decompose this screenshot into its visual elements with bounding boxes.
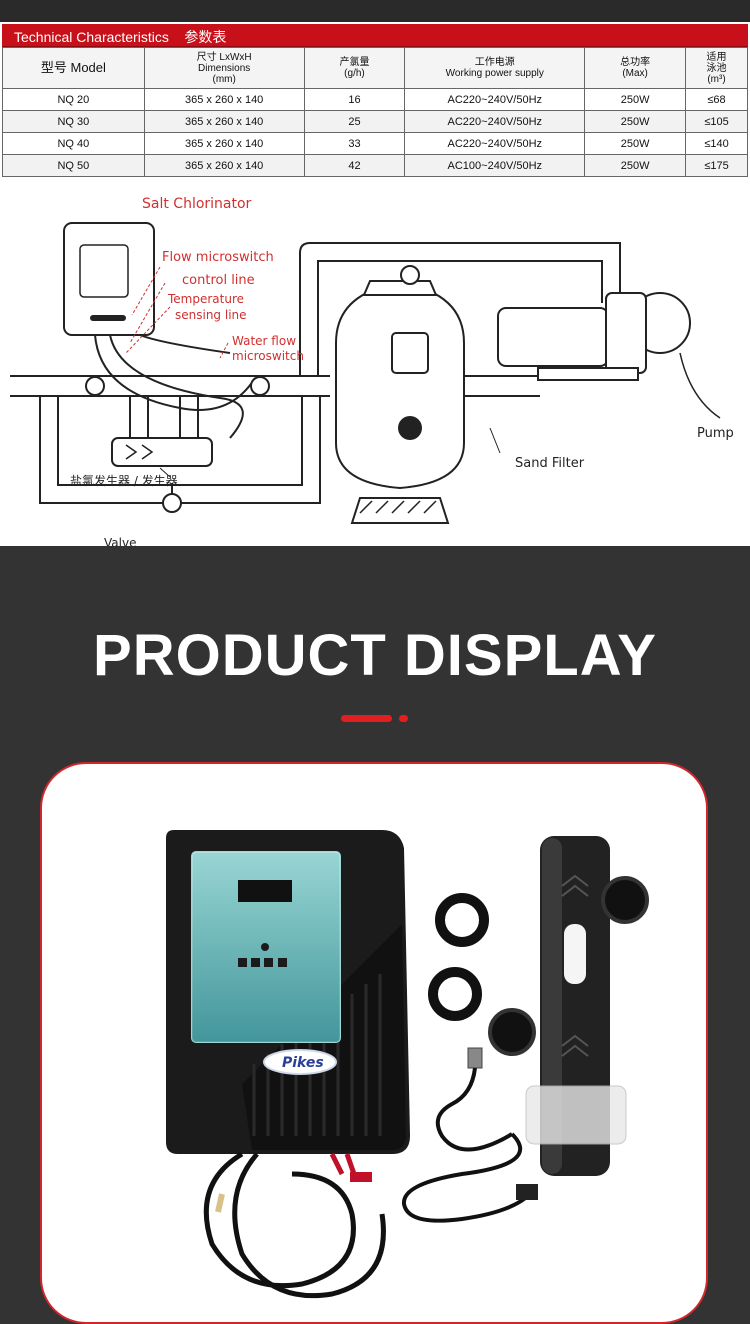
spec-table-title-bar: Technical Characteristics 参数表 — [2, 24, 748, 47]
cell-output: 25 — [303, 110, 406, 133]
product-photo: Pikes — [166, 830, 649, 1299]
cell-output: 33 — [303, 132, 406, 155]
main-pipe — [10, 375, 330, 397]
label-microswitch: microswitch — [232, 349, 304, 363]
lcd-display — [238, 880, 292, 902]
cell-output: 16 — [303, 88, 406, 111]
cell-total: 250W — [584, 88, 687, 111]
product-photo-card: Pikes — [40, 762, 708, 1324]
generator-cell — [111, 437, 213, 467]
header-model: 型号 Model — [2, 47, 145, 89]
label-flow-microswitch: Flow microswitch — [162, 250, 274, 265]
product-display-title: PRODUCT DISPLAY — [93, 623, 657, 688]
installation-diagram: Salt Chlorinator Flow microswitch contro… — [0, 183, 750, 546]
cell-transparent-end — [525, 1085, 627, 1145]
title-underline-dash — [341, 715, 392, 722]
cell-total: 250W — [584, 110, 687, 133]
title-underline-dot — [399, 715, 408, 722]
label-sensing-line: sensing line — [175, 308, 247, 322]
header-output: 产氯量(g/h) — [303, 47, 406, 89]
label-pump: Pump — [697, 426, 734, 441]
label-temperature: Temperature — [167, 292, 244, 306]
cell-union-top — [601, 876, 649, 924]
temperature-probe — [467, 1047, 483, 1069]
installation-diagram-svg: Salt Chlorinator Flow microswitch contro… — [10, 196, 734, 546]
union-ring-1 — [435, 893, 489, 947]
cell-total: 250W — [584, 132, 687, 155]
label-sand-filter: Sand Filter — [515, 456, 585, 471]
return-pipe — [299, 242, 621, 376]
cell-output: 42 — [303, 154, 406, 177]
sand-filter — [335, 281, 465, 490]
cell-dim: 365 x 260 x 140 — [143, 132, 305, 155]
cell-power: AC220~240V/50Hz — [404, 88, 586, 111]
cell-total: 250W — [584, 154, 687, 177]
header-total-power: 总功率(Max) — [584, 47, 687, 89]
cell-power: AC220~240V/50Hz — [404, 132, 586, 155]
cell-pool: ≤140 — [685, 132, 748, 155]
cell-label-badge — [564, 924, 586, 984]
cell-model: NQ 40 — [2, 132, 145, 155]
label-water-flow: Water flow — [232, 334, 296, 348]
top-band — [0, 0, 750, 22]
table-row: NQ 50 365 x 260 x 140 42 AC100~240V/50Hz… — [2, 154, 748, 177]
cell-dim: 365 x 260 x 140 — [143, 154, 305, 177]
spec-table-section: Technical Characteristics 参数表 型号 Model 尺… — [0, 22, 750, 183]
label-generator: 盐氯发生器 / 发生器 — [70, 473, 178, 488]
cell-dim: 365 x 260 x 140 — [143, 88, 305, 111]
label-salt-chlorinator: Salt Chlorinator — [142, 196, 252, 212]
cell-model: NQ 20 — [2, 88, 145, 111]
control-wires — [94, 334, 256, 439]
cell-power: AC100~240V/50Hz — [404, 154, 586, 177]
cell-model: NQ 50 — [2, 154, 145, 177]
cell-pool: ≤105 — [685, 110, 748, 133]
pikes-logo-text: Pikes — [282, 1055, 324, 1071]
cell-union-side — [488, 1008, 536, 1056]
valve-symbol — [162, 493, 182, 513]
table-row: NQ 30 365 x 260 x 140 25 AC220~240V/50Hz… — [2, 110, 748, 133]
table-row: NQ 40 365 x 260 x 140 33 AC220~240V/50Hz… — [2, 132, 748, 155]
cell-power: AC220~240V/50Hz — [404, 110, 586, 133]
union-ring-2 — [428, 967, 482, 1021]
label-valve: Valve — [104, 536, 136, 546]
cell-dim: 365 x 260 x 140 — [143, 110, 305, 133]
cell-pool: ≤68 — [685, 88, 748, 111]
pump-motor — [497, 307, 609, 367]
label-control-line: control line — [182, 273, 255, 288]
cell-model: NQ 30 — [2, 110, 145, 133]
pikes-logo-badge — [263, 1049, 337, 1075]
header-pool: 适用泳池(m³) — [685, 47, 748, 89]
cell-pool: ≤175 — [685, 154, 748, 177]
power-cable — [203, 1151, 356, 1289]
spec-table-title: Technical Characteristics 参数表 — [14, 29, 227, 45]
table-row: NQ 20 365 x 260 x 140 16 AC220~240V/50Hz… — [2, 88, 748, 111]
